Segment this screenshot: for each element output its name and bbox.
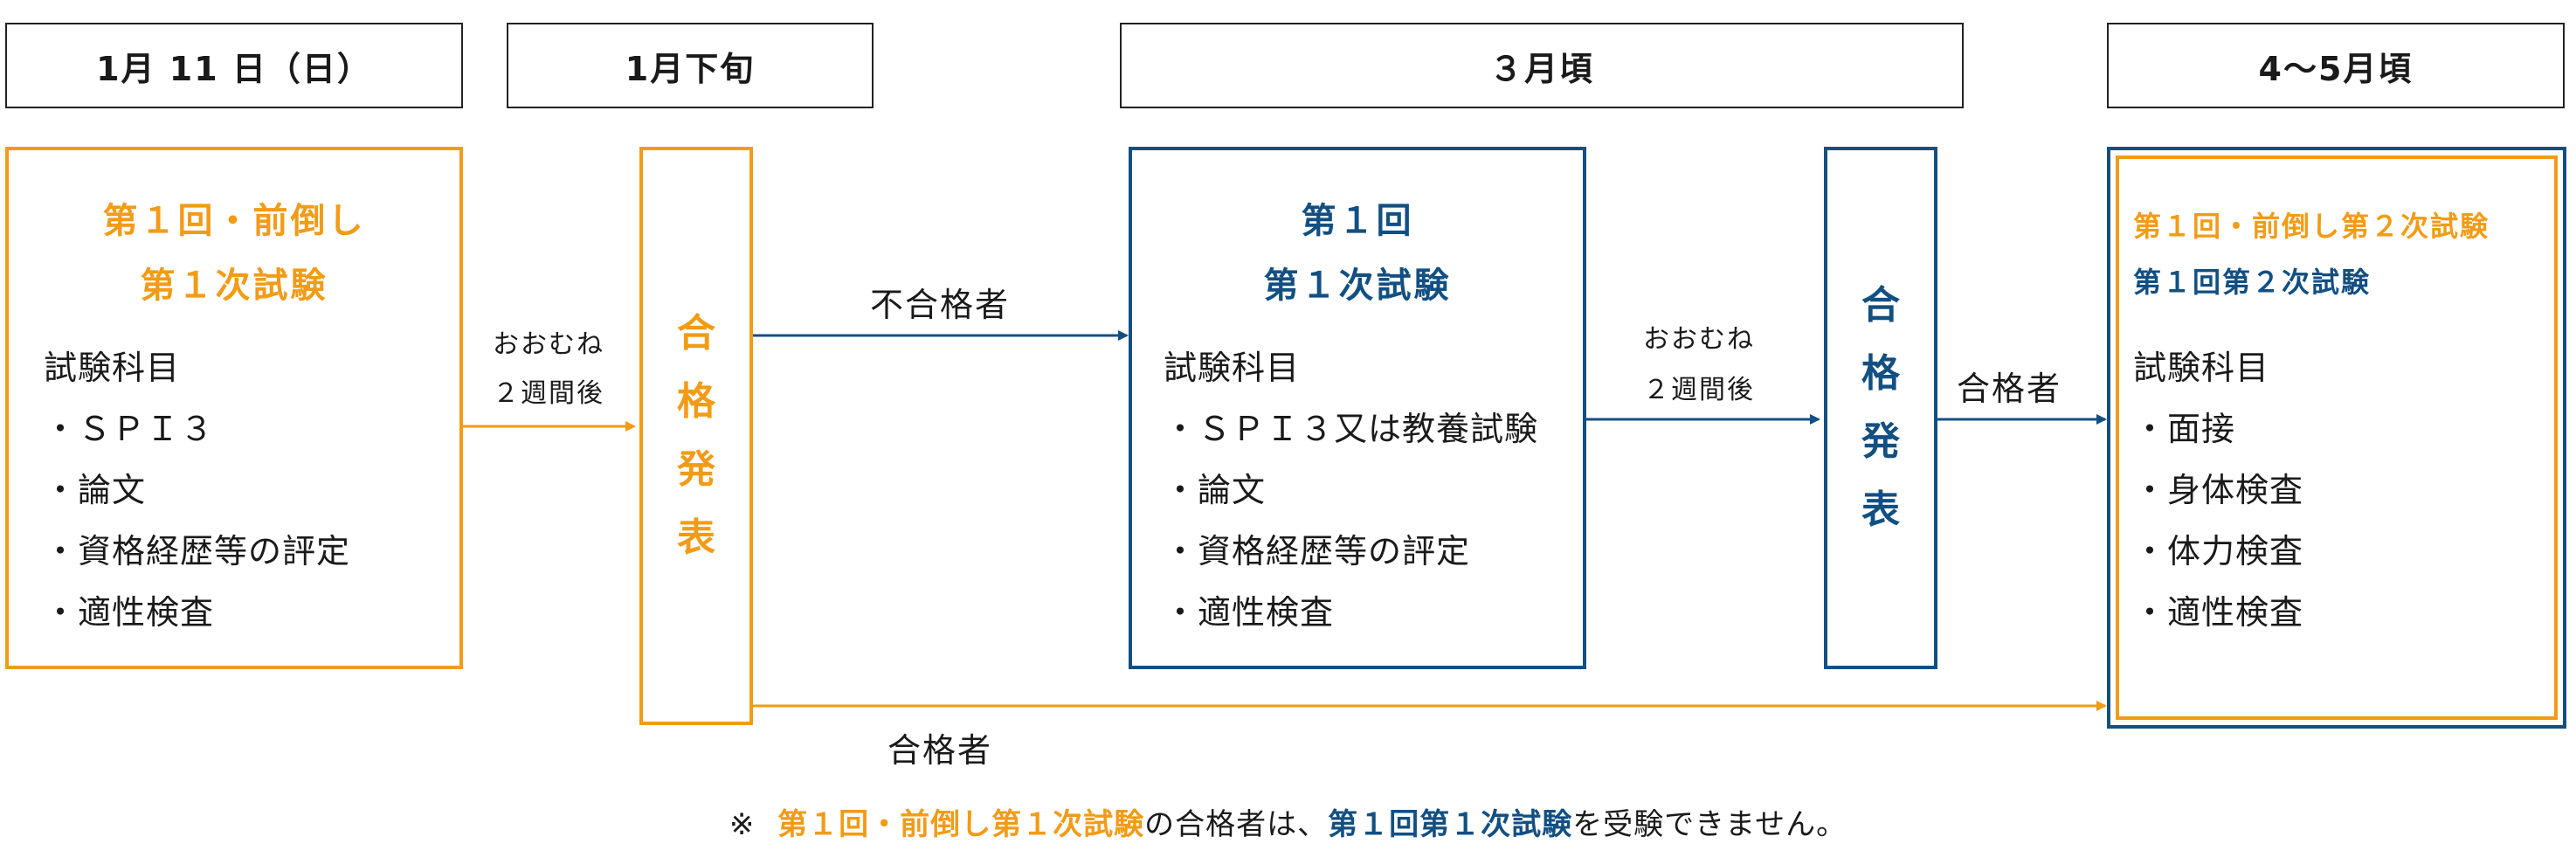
announce1-char-3: 発	[677, 447, 715, 492]
announce1-char-2: 格	[677, 379, 715, 424]
announce2-char-2: 格	[1861, 351, 1900, 396]
stage3-title-orange: 第１回・前倒し第２次試験	[2133, 210, 2490, 243]
footnote: ※ 第１回・前倒し第１次試験の合格者は、第１回第１次試験を受験できません。	[0, 800, 2576, 843]
header-april-may: 4～5月頃	[2107, 23, 2565, 108]
label-pass-bottom: 合格者	[887, 731, 993, 770]
stage1-title-line1: 第１回・前倒し	[102, 201, 366, 241]
announce2-char-1: 合	[1861, 283, 1900, 328]
stage2-title-line2: 第１次試験	[1263, 266, 1452, 306]
stage3-outer-box: 第１回・前倒し第２次試験 第１回第２次試験 試験科目 ・面接 ・身体検査 ・体力…	[2107, 147, 2566, 729]
stage1-subject-4: ・適性検査	[44, 593, 215, 632]
interval1-line1: おおむね	[493, 329, 604, 360]
footnote-text-1: の合格者は、	[1144, 807, 1329, 842]
announce1-char-4: 表	[677, 515, 715, 560]
announce2-char-4: 表	[1861, 487, 1900, 532]
label-fail: 不合格者	[870, 286, 1011, 324]
interval1-line2: ２週間後	[493, 378, 604, 409]
footnote-orange-exam: 第１回・前倒し第１次試験	[777, 807, 1145, 842]
stage2-box: 第１回 第１次試験 試験科目 ・ＳＰＩ３又は教養試験 ・論文 ・資格経歴等の評定…	[1129, 147, 1586, 669]
stage3-subject-3: ・体力検査	[2133, 532, 2304, 570]
stage1-box: 第１回・前倒し 第１次試験 試験科目 ・ＳＰＩ３ ・論文 ・資格経歴等の評定 ・…	[5, 147, 463, 669]
header-date-jan11: 1月 11 日（日）	[5, 23, 463, 108]
stage1-subject-1: ・ＳＰＩ３	[44, 410, 215, 448]
stage2-subject-4: ・適性検査	[1164, 593, 1335, 632]
interval2-line1: おおむね	[1643, 324, 1755, 355]
stage3-inner-box: 第１回・前倒し第２次試験 第１回第２次試験 試験科目 ・面接 ・身体検査 ・体力…	[2116, 156, 2558, 720]
stage3-subjects-heading: 試験科目	[2133, 349, 2270, 387]
announce2-box: 合 格 発 表	[1824, 147, 1937, 669]
stage3-subject-2: ・身体検査	[2133, 471, 2304, 509]
stage2-subject-3: ・資格経歴等の評定	[1164, 532, 1471, 570]
stage2-title-line1: 第１回	[1301, 201, 1414, 241]
header-late-january: 1月下旬	[507, 23, 874, 108]
announce1-char-1: 合	[677, 311, 715, 356]
announce2-char-3: 発	[1861, 419, 1900, 464]
stage1-title-line2: 第１次試験	[140, 266, 328, 306]
announce1-box: 合 格 発 表	[639, 147, 753, 725]
stage3-subject-4: ・適性検査	[2133, 593, 2304, 632]
footnote-text-2: を受験できません。	[1572, 807, 1847, 842]
stage2-subjects-heading: 試験科目	[1164, 349, 1301, 387]
label-pass-top: 合格者	[1957, 370, 2062, 408]
footnote-mark: ※	[729, 807, 756, 842]
stage2-subject-1: ・ＳＰＩ３又は教養試験	[1164, 410, 1539, 448]
stage1-subjects-heading: 試験科目	[44, 349, 181, 387]
footnote-blue-exam: 第１回第１次試験	[1328, 807, 1573, 842]
interval2-line2: ２週間後	[1643, 375, 1755, 405]
header-march: ３月頃	[1120, 23, 1964, 108]
stage3-title-blue: 第１回第２次試験	[2133, 266, 2372, 299]
stage1-subject-2: ・論文	[44, 471, 147, 509]
stage1-subject-3: ・資格経歴等の評定	[44, 532, 351, 570]
stage2-subject-2: ・論文	[1164, 471, 1267, 509]
stage3-subject-1: ・面接	[2133, 410, 2236, 448]
